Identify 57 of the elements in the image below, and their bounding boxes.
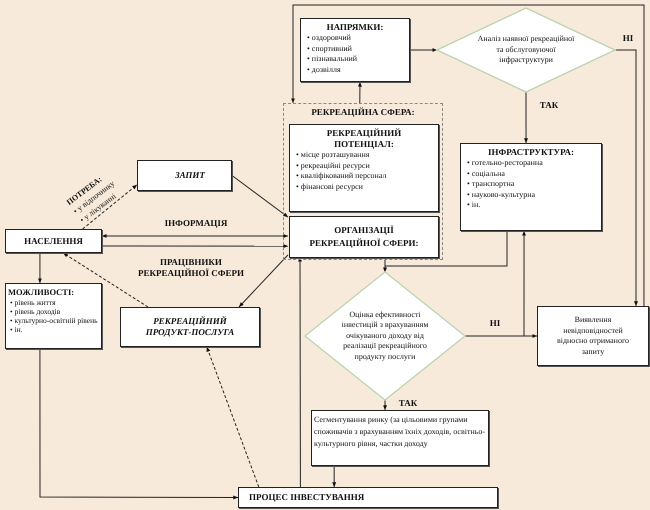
arrow <box>102 244 288 248</box>
list-item: • науково-культурна <box>466 190 536 200</box>
list-item: • фінансові ресурси <box>295 182 364 192</box>
process-box <box>311 410 489 466</box>
node-label: ПРОЦЕС ІНВЕСТУВАННЯ <box>248 492 366 503</box>
node-label: ОРГАНІЗАЦІЇ РЕКРЕАЦІЙНОЇ СФЕРИ: <box>308 224 420 250</box>
node-heading: ІНФРАСТРУКТУРА: <box>487 147 575 158</box>
process-box <box>120 307 260 347</box>
process-box <box>238 487 498 508</box>
list-item: • соціальна <box>466 168 506 179</box>
node-heading: НАПРЯМКИ: <box>326 22 384 33</box>
arrow <box>291 4 644 306</box>
list-item: • спортивний <box>306 44 353 54</box>
arrow <box>410 48 438 52</box>
arrow <box>358 82 362 104</box>
node-label: Сегментування ринку (за цільовими групами споживачів з врахуванням їхніх доходів, освітньо-культурного рівня, частки доходу <box>314 414 486 450</box>
arrow <box>614 50 638 306</box>
node-label: Аналіз наявної рекреаційної та обслуговуючої інфраструктури <box>477 34 575 66</box>
arrow <box>524 92 528 144</box>
node-heading: МОЖЛИВОСТІ: <box>8 287 76 298</box>
process-box <box>5 229 102 253</box>
arrow <box>82 184 138 230</box>
arrow <box>39 348 238 500</box>
arrow <box>232 175 288 218</box>
arrow <box>38 252 42 284</box>
process-box <box>460 143 602 231</box>
dashed-group-frame <box>283 103 443 260</box>
list-item: • готельно-ресторанна <box>466 158 544 168</box>
node-label: Оцінка ефективності інвестицій з врахуванням очікуваного доходу від реалізації рекреаційного продукту послуги <box>340 310 430 362</box>
list-item: • пізнавальний <box>306 54 358 64</box>
process-box <box>289 124 439 212</box>
list-item: • ін. <box>466 200 482 210</box>
arrow <box>102 234 288 238</box>
arrow <box>383 400 388 410</box>
list-item: • кваліфікований персонал <box>295 171 388 182</box>
node-label: ЗАПИТ <box>174 170 206 181</box>
node-label: Виявлення невідповідностей відносно отриманого запиту <box>556 315 630 357</box>
process-box <box>5 283 102 349</box>
node-label: РЕКРЕАЦІЙНИЙ ПРОДУКТ-ПОСЛУГА <box>144 316 236 338</box>
arrow <box>464 230 526 336</box>
process-box <box>137 160 232 191</box>
node-label: НАСЕЛЕННЯ <box>23 236 84 246</box>
list-item: • рекреаційні ресурси <box>295 160 371 171</box>
arrow <box>62 252 148 308</box>
arrow <box>206 346 260 488</box>
process-box <box>300 18 410 82</box>
arrow <box>383 260 387 272</box>
arrow <box>238 254 288 308</box>
list-item: • дозвілля <box>306 64 342 75</box>
list-item: • оздоровчий <box>306 33 352 44</box>
process-box <box>537 306 649 366</box>
node-heading: РЕКРЕАЦІЙНИЙ ПОТЕНЦІАЛ: <box>326 128 402 150</box>
process-box <box>289 216 439 258</box>
list-item: • транспортна <box>466 179 516 190</box>
list-item: • місце розташування <box>295 150 370 160</box>
arrow <box>332 466 336 488</box>
group-heading: РЕКРЕАЦІЙНА СФЕРА: <box>310 107 416 118</box>
